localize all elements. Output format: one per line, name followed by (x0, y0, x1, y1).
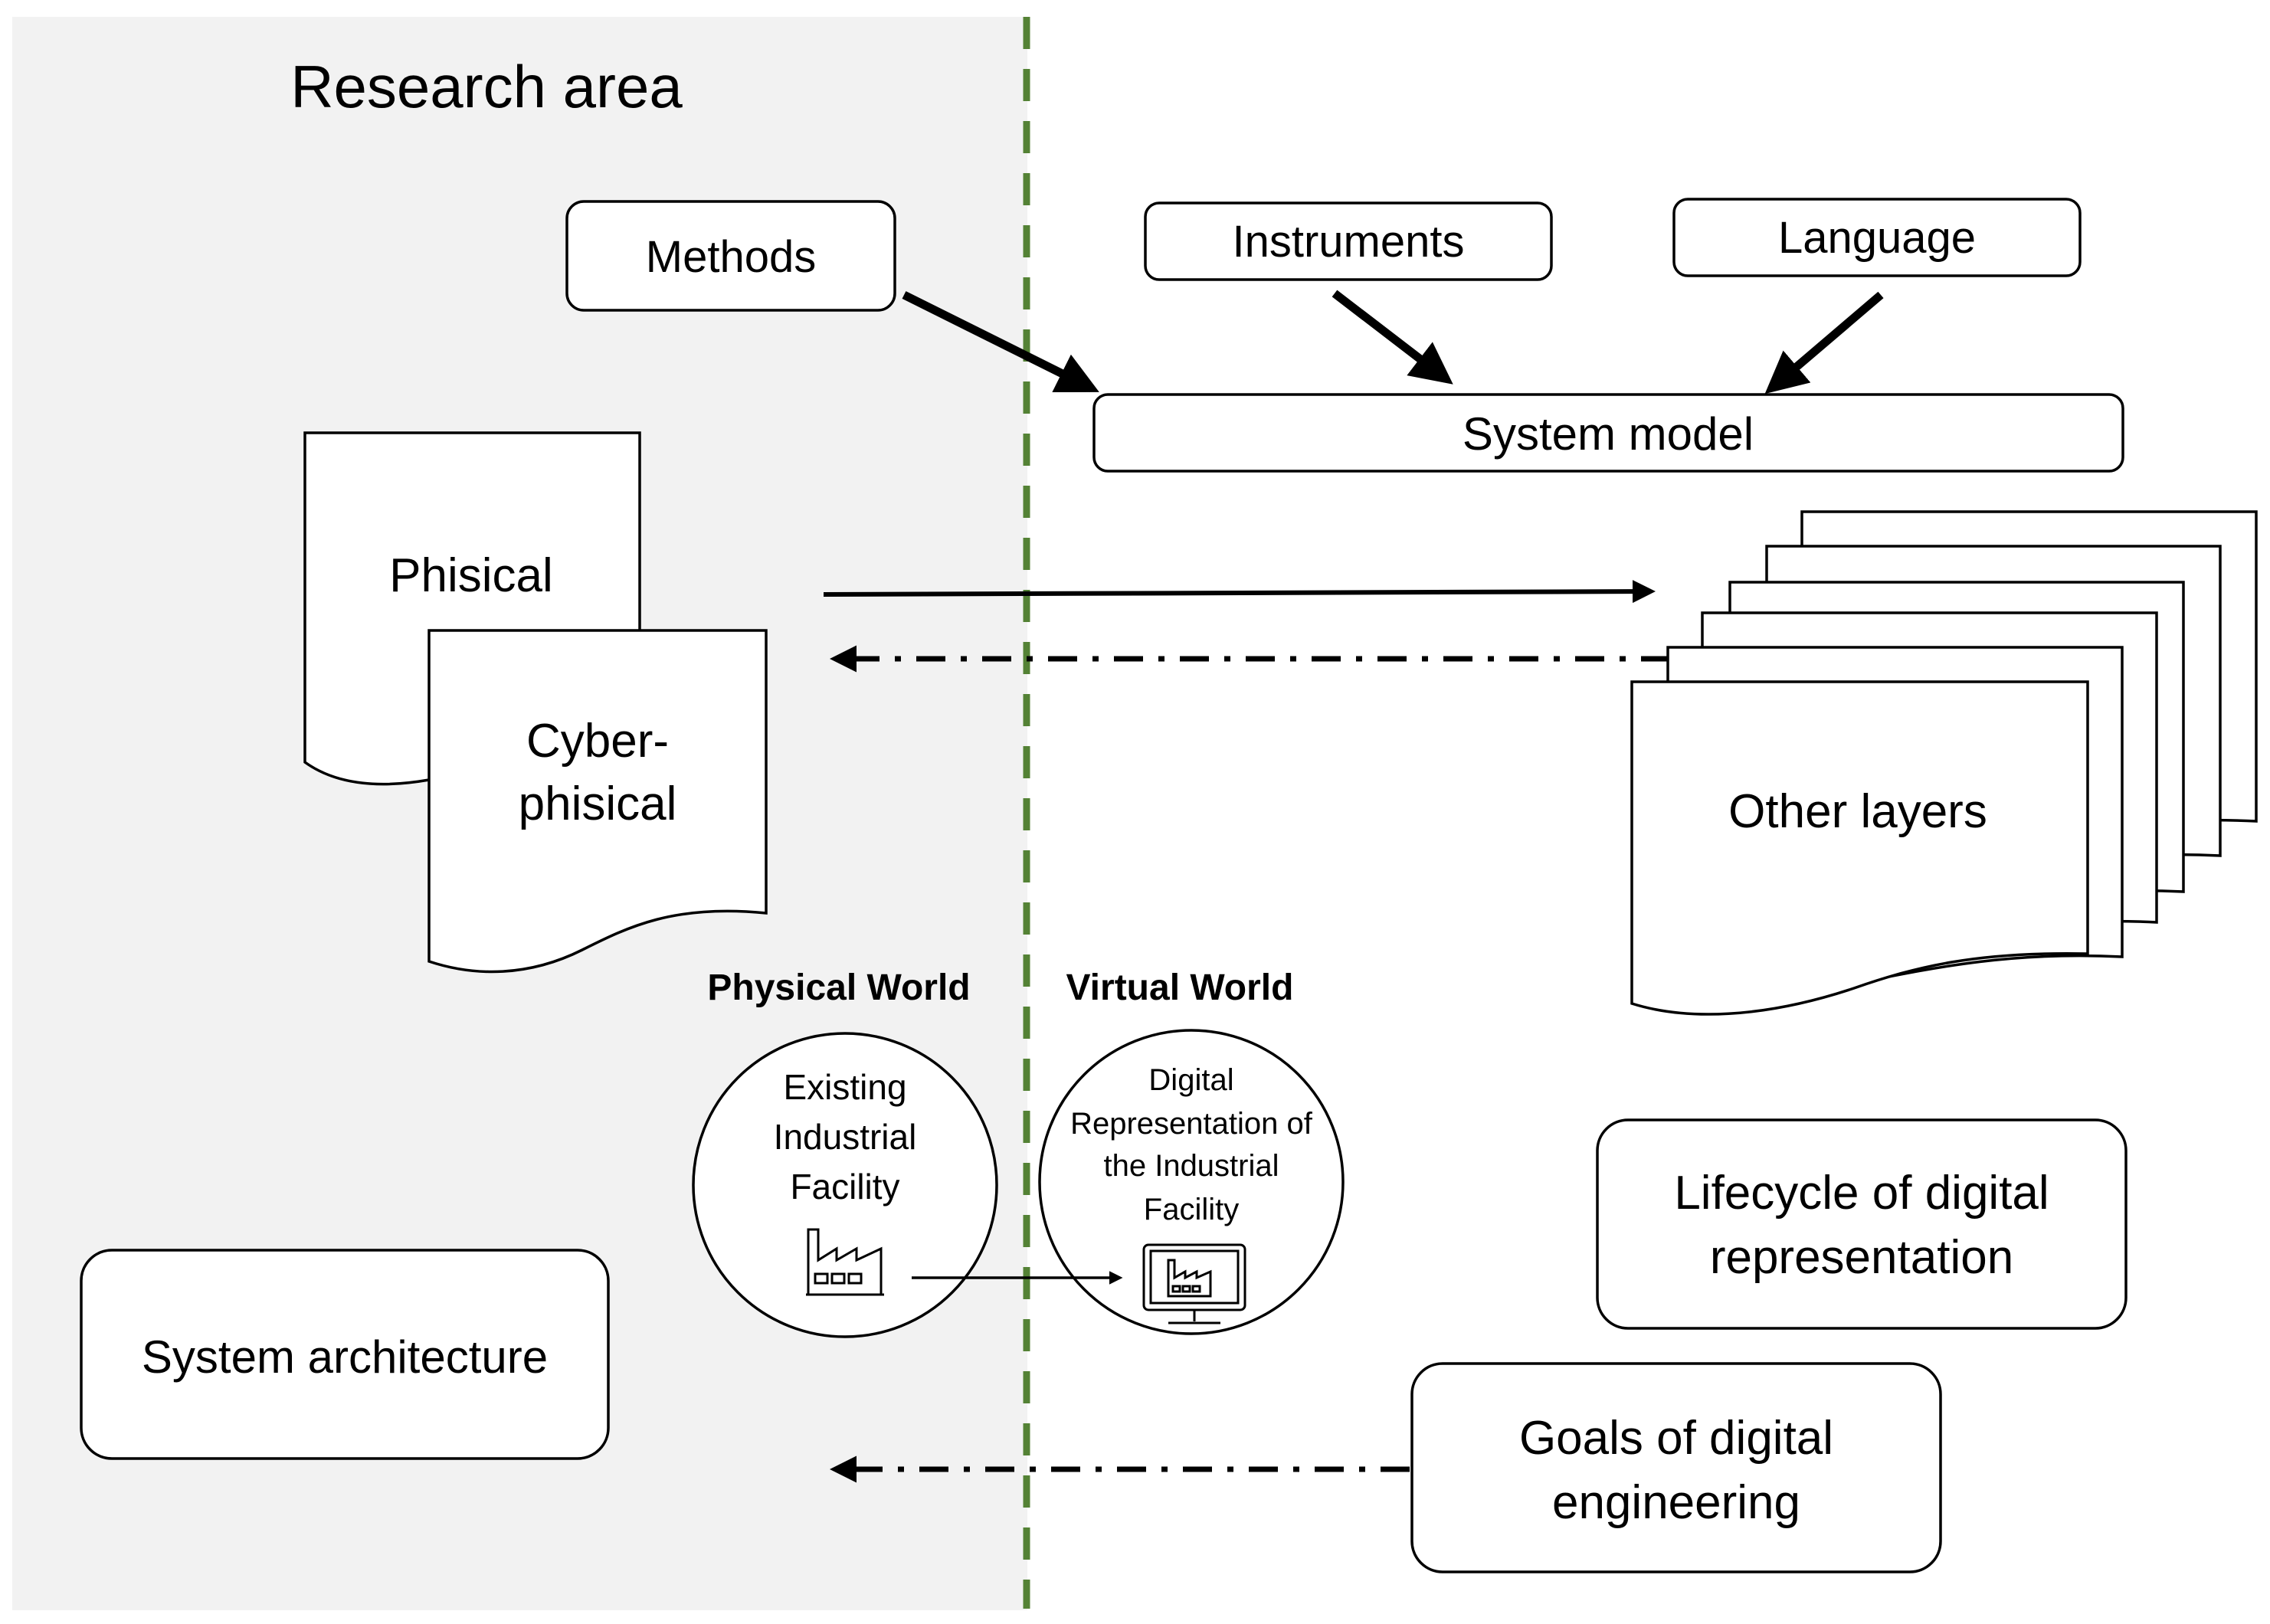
other-layers-label: Other layers (1728, 785, 1987, 838)
instruments-node: Instruments (1144, 201, 1553, 281)
goals-label-line2: engineering (1552, 1476, 1800, 1529)
existing-facility-line1: Existing (783, 1067, 906, 1107)
methods-node: Methods (565, 200, 896, 312)
goals-label-line1: Goals of digital (1519, 1412, 1833, 1465)
digital-representation-line1: Digital (1148, 1063, 1233, 1097)
instruments-label: Instruments (1233, 217, 1465, 267)
language-node: Language (1672, 198, 2082, 277)
phisical-label: Phisical (389, 549, 553, 602)
methods-label: Methods (646, 232, 816, 282)
lifecycle-label-line2: representation (1710, 1231, 2013, 1284)
digital-representation-node: Digital Representation of the Industrial… (1038, 1029, 1345, 1335)
research-area-title: Research area (290, 53, 683, 120)
cyber-phisical-layer-node: Cyber- phisical (427, 629, 768, 974)
cyber-phisical-label-line1: Cyber- (526, 715, 669, 768)
cyber-phisical-label-line2: phisical (519, 778, 677, 830)
digital-representation-line2: Representation of (1070, 1107, 1313, 1141)
virtual-world-title: Virtual World (1066, 968, 1294, 1008)
other-layers-node: Other layers (1630, 510, 2258, 1016)
existing-facility-line3: Facility (790, 1167, 899, 1207)
system-architecture-label: System architecture (142, 1331, 548, 1383)
lifecycle-node: Lifecycle of digital representation (1596, 1118, 2128, 1330)
methods-to-system-model-arrow (902, 291, 1099, 393)
goals-node: Goals of digital engineering (1410, 1362, 1942, 1573)
factory-icon (806, 1228, 884, 1296)
instruments-to-system-model-arrow (1332, 290, 1453, 385)
digital-representation-line4: Facility (1144, 1193, 1239, 1226)
existing-facility-node: Existing Industrial Facility (692, 1032, 998, 1338)
language-label: Language (1778, 213, 1976, 263)
physical-world-title: Physical World (707, 968, 970, 1008)
lifecycle-label-line1: Lifecycle of digital (1674, 1167, 2049, 1220)
system-model-label: System model (1463, 408, 1754, 460)
language-to-system-model-arrow (1764, 291, 1884, 395)
digital-representation-line3: the Industrial (1103, 1149, 1279, 1183)
monitor-factory-icon (1142, 1243, 1246, 1324)
system-architecture-node: System architecture (80, 1249, 610, 1460)
physical-to-other-layers-arrow (823, 580, 1656, 604)
existing-facility-line2: Industrial (774, 1117, 917, 1157)
system-model-node: System model (1092, 393, 2124, 473)
